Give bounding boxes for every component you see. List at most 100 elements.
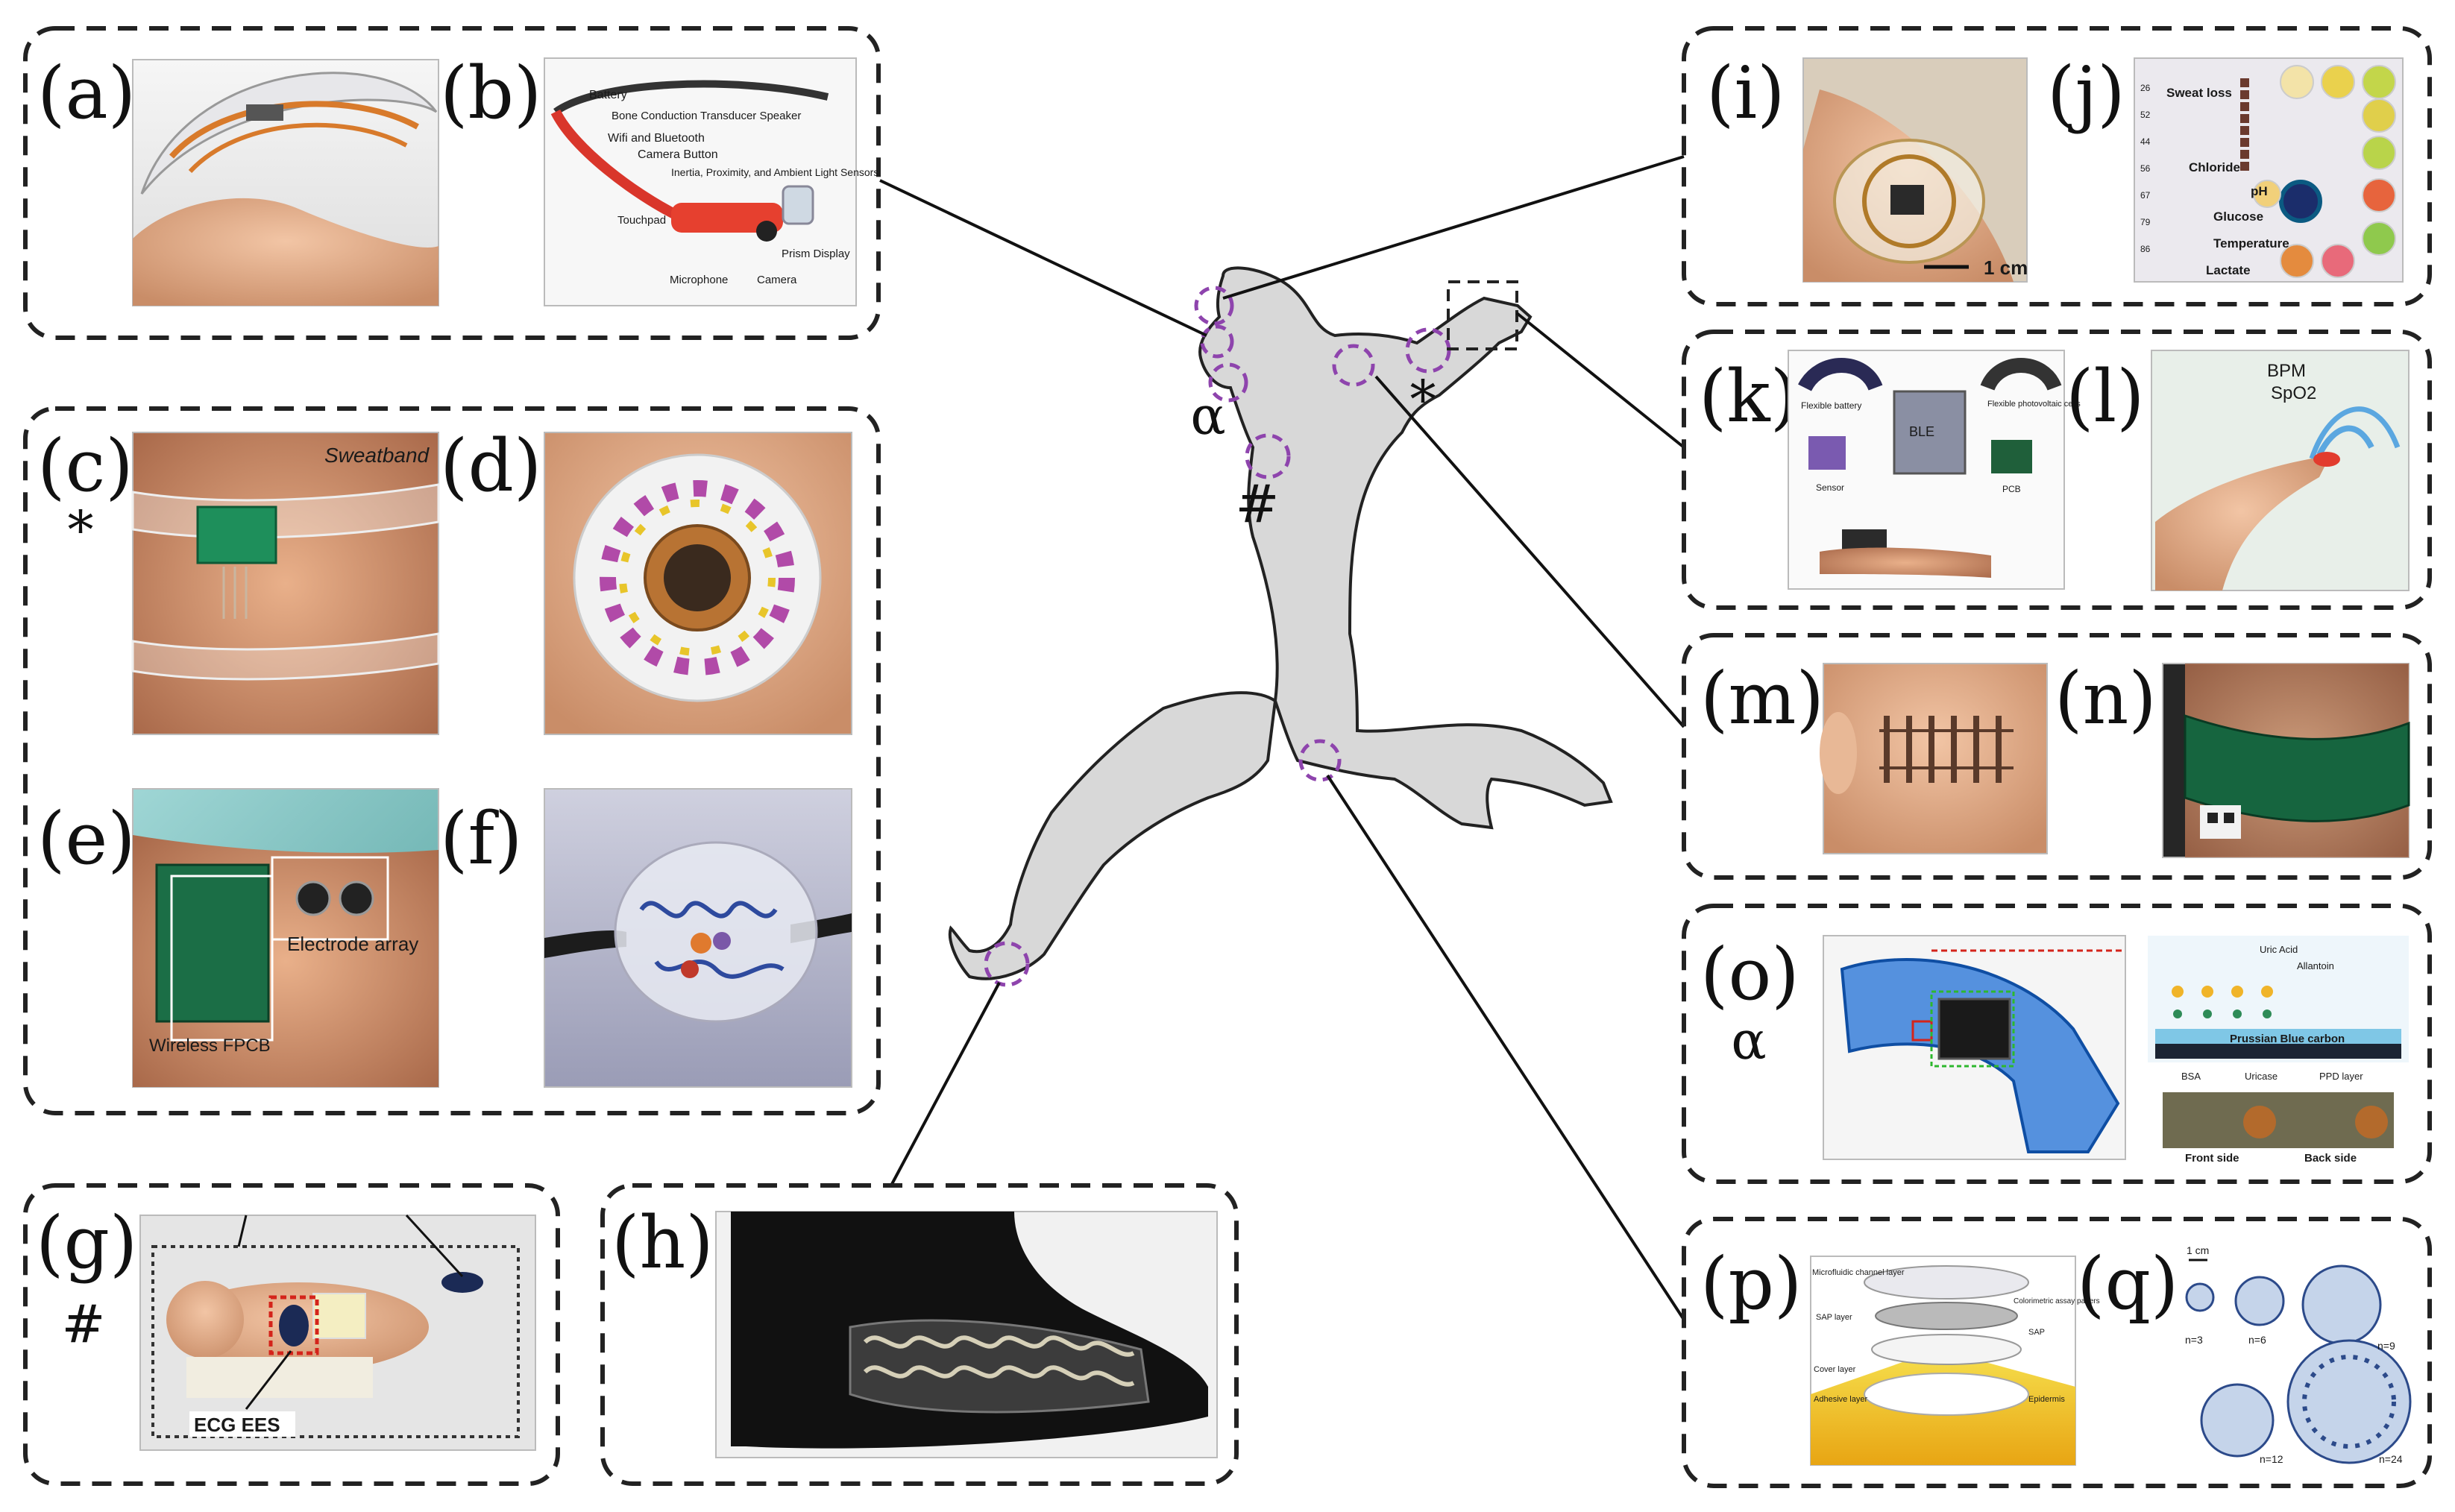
ann-o-bsa: BSA: [2181, 1071, 2201, 1082]
label-k: (k): [1699, 355, 1798, 438]
label-l: (l): [2066, 355, 2145, 438]
ann-o-uricase: Uricase: [2245, 1071, 2278, 1082]
label-m: (m): [1700, 657, 1824, 740]
ann-i-scale: 1 cm: [1984, 256, 2028, 279]
ann-o-ppd: PPD layer: [2319, 1071, 2363, 1082]
leader-mn: [1374, 375, 1685, 728]
ann-q-scale: 1 cm: [2187, 1244, 2209, 1256]
marker-chest: [1245, 433, 1291, 479]
body-symbol-hash: #: [1236, 473, 1280, 535]
marker-cheek: [1200, 324, 1234, 359]
ann-e-fpcb: Wireless FPCB: [149, 1036, 271, 1056]
j-tick: 67: [2140, 190, 2151, 201]
label-n: (n): [2055, 657, 2157, 740]
label-j: (j): [2047, 51, 2125, 135]
ann-b-sensors: Inertia, Proximity, and Ambient Light Se…: [671, 166, 878, 178]
ann-p-channel: Microfluidic channel layer: [1812, 1268, 1905, 1277]
ann-p-sap-layer: SAP layer: [1816, 1313, 1852, 1322]
photo-i-skin-patch: 1 cm: [1802, 57, 2028, 283]
label-p: (p): [1700, 1242, 1802, 1326]
ann-q-n12: n=12: [2260, 1453, 2283, 1465]
ann-e-electrode: Electrode array: [287, 933, 418, 955]
label-c: (c): [37, 424, 133, 508]
ann-o-allantoin: Allantoin: [2297, 960, 2334, 971]
symbol-o: α: [1731, 1010, 1766, 1071]
label-e: (e): [37, 797, 136, 881]
j-tick: 26: [2140, 83, 2151, 93]
ann-k-pv: Flexible photovoltaic cells: [1987, 400, 2081, 409]
label-h: (h): [612, 1201, 714, 1285]
ann-l-bpm: BPM: [2267, 361, 2306, 381]
j-ticks: 26 52 44 56 67 79 86: [2140, 83, 2151, 254]
ann-o-front: Front side: [2185, 1152, 2239, 1165]
ann-j-glucose: Glucose: [2213, 210, 2263, 224]
photo-g-infant-ecg: ECG EES: [139, 1214, 536, 1451]
ann-o-uric: Uric Acid: [2260, 944, 2298, 955]
photo-e-wristband: Electrode array Wireless FPCB: [132, 788, 439, 1088]
ann-j-sweat: Sweat loss: [2166, 86, 2232, 100]
label-b: (b): [440, 51, 541, 135]
photo-m-epidermal-tattoo: [1820, 663, 2048, 854]
photo-l-finger-oximeter: BPM SpO2: [2151, 350, 2410, 591]
marker-eye: [1194, 286, 1234, 326]
ann-b-camera: Camera: [757, 274, 797, 286]
ann-k-pcb: PCB: [2002, 484, 2021, 494]
photo-n-arm-circuit: [2162, 663, 2410, 858]
photo-c-sweatband: Sweatband: [131, 432, 440, 735]
ann-b-battery: Battery: [589, 89, 627, 101]
photo-f-eyeglass-sensor: [544, 788, 852, 1088]
ann-k-ble: BLE: [1909, 424, 1934, 439]
ann-c-sweatband: Sweatband: [324, 444, 430, 467]
ann-o-pbc: Prussian Blue carbon: [2230, 1033, 2345, 1045]
ann-p-epidermis: Epidermis: [2028, 1395, 2065, 1404]
silhouette-outline: [948, 266, 1613, 980]
body-symbol-alpha: α: [1190, 385, 1225, 447]
group-h-frame: [600, 1183, 1239, 1486]
ann-b-speaker: Bone Conduction Transducer Speaker: [612, 110, 801, 122]
label-i: (i): [1706, 51, 1785, 135]
ann-l-spo2: SpO2: [2271, 383, 2316, 403]
label-a: (a): [37, 51, 136, 135]
ann-q-n24: n=24: [2379, 1453, 2403, 1465]
photo-j-colorimetric-patch: 26 52 44 56 67 79 86 Sweat loss Chloride…: [2134, 57, 2404, 283]
ann-j-lactate: Lactate: [2206, 263, 2251, 277]
group-mn-frame: [1682, 633, 2432, 880]
diagram-o-enzyme-electrode: Uric Acid Allantoin Prussian Blue carbon…: [2148, 936, 2409, 1165]
ann-p-sap: SAP: [2028, 1328, 2045, 1337]
group-pq-frame: [1682, 1217, 2432, 1488]
ann-k-battery: Flexible battery: [1801, 400, 1861, 411]
ann-q-n9: n=9: [2377, 1340, 2395, 1352]
photo-p-microfluidic-stack: Microfluidic channel layer SAP layer Col…: [1810, 1256, 2100, 1466]
leader-kl: [1515, 312, 1685, 449]
marker-mouth: [1208, 362, 1248, 403]
ann-g-ecg: ECG EES: [194, 1414, 280, 1436]
photo-b-smart-glasses: Battery Bone Conduction Transducer Speak…: [544, 57, 878, 306]
label-g: (g): [36, 1201, 137, 1285]
ann-b-camera-btn: Camera Button: [638, 148, 718, 161]
photo-a-contact-lens: [132, 59, 439, 306]
ann-b-wifi: Wifi and Bluetooth: [608, 132, 705, 145]
ann-p-assay: Colorimetric assay papers: [2014, 1297, 2100, 1305]
group-g-frame: [23, 1183, 560, 1486]
symbol-g: #: [62, 1294, 106, 1355]
j-tick: 52: [2140, 110, 2151, 120]
ann-j-ph: pH: [2251, 184, 2268, 198]
photo-k-wrist-device: BLE Flexible battery Flexible photovolta…: [1788, 350, 2081, 590]
ann-b-prism: Prism Display: [782, 248, 850, 260]
marker-shoulder: [1332, 344, 1375, 387]
photo-h-sock-sensor: [715, 1211, 1218, 1458]
marker-foot: [984, 941, 1030, 987]
ann-p-cover: Cover layer: [1814, 1365, 1856, 1374]
label-o: (o): [1700, 933, 1799, 1016]
ann-j-chloride: Chloride: [2189, 160, 2240, 174]
j-tick: 86: [2140, 244, 2151, 254]
ann-q-n6: n=6: [2248, 1334, 2266, 1346]
ann-k-sensor: Sensor: [1816, 482, 1844, 493]
group-ab-frame: [23, 26, 881, 340]
human-silhouette: α # *: [948, 266, 1613, 987]
leader-lines: [879, 155, 1685, 1321]
leader-ij: [1222, 155, 1685, 300]
symbol-c: *: [68, 500, 94, 561]
ann-b-touchpad: Touchpad: [617, 214, 666, 227]
